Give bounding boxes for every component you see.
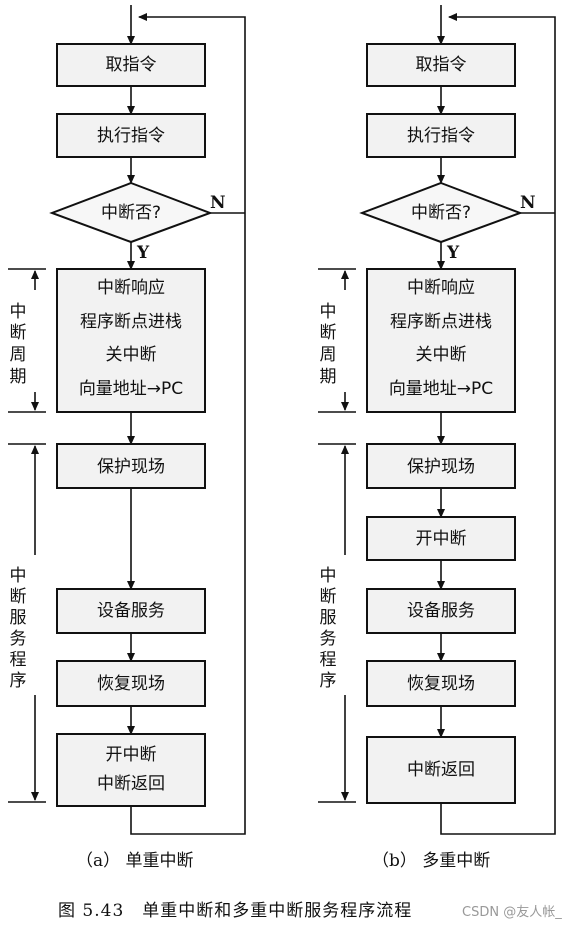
cycle-char-2: 断 — [320, 323, 337, 343]
service-char-4: 务 — [320, 629, 337, 649]
cycle-char-2: 断 — [10, 323, 27, 343]
service-char-3: 服 — [10, 608, 27, 628]
cycle-char-3: 周 — [10, 345, 27, 365]
interrupt-return-label: 中断返回 — [407, 760, 475, 780]
fetch-instruction-label: 取指令 — [106, 55, 157, 75]
figure-caption: 图 5.43 单重中断和多重中断服务程序流程 — [58, 901, 412, 921]
loop-back-line — [130, 13, 246, 835]
service-char-4: 务 — [10, 629, 27, 649]
subtitle-multi: （b） 多重中断 — [372, 851, 490, 871]
device-service-label: 设备服务 — [407, 601, 475, 621]
interrupt-cycle-box: 中断响应 程序断点进栈 关中断 向量地址→PC — [366, 268, 516, 413]
interrupt-cycle-bracket: 中 断 周 期 — [318, 268, 356, 413]
fetch-instruction-box: 取指令 — [56, 43, 206, 87]
execute-instruction-label: 执行指令 — [407, 126, 475, 146]
service-char-6: 序 — [10, 671, 27, 691]
return-line-2: 中断返回 — [97, 774, 165, 794]
return-line-1: 开中断 — [106, 745, 157, 765]
loop-back-line — [440, 13, 556, 835]
service-char-1: 中 — [320, 566, 337, 586]
interrupt-decision-label: 中断否? — [411, 203, 471, 223]
cycle-char-1: 中 — [10, 302, 27, 322]
fetch-instruction-box: 取指令 — [366, 43, 516, 87]
enable-interrupt-box: 开中断 — [366, 516, 516, 561]
no-label: N — [210, 193, 226, 213]
interrupt-cycle-bracket: 中 断 周 期 — [8, 268, 46, 413]
service-char-2: 断 — [10, 587, 27, 607]
service-routine-bracket: 中 断 服 务 程 序 — [318, 443, 356, 803]
device-service-box: 设备服务 — [56, 588, 206, 634]
cycle-line-4: 向量地址→PC — [79, 379, 183, 399]
execute-instruction-label: 执行指令 — [97, 126, 165, 146]
save-context-label: 保护现场 — [407, 457, 475, 477]
device-service-label: 设备服务 — [97, 601, 165, 621]
interrupt-return-box: 开中断 中断返回 — [56, 733, 206, 807]
interrupt-cycle-box: 中断响应 程序断点进栈 关中断 向量地址→PC — [56, 268, 206, 413]
service-routine-bracket: 中 断 服 务 程 序 — [8, 443, 46, 803]
watermark: CSDN @友人帐_ — [462, 904, 562, 920]
no-label: N — [520, 193, 536, 213]
interrupt-decision-diamond: 中断否? — [49, 181, 213, 244]
service-char-3: 服 — [320, 608, 337, 628]
service-char-5: 程 — [10, 650, 27, 670]
cycle-line-3: 关中断 — [416, 345, 467, 365]
yes-label: Y — [446, 243, 460, 263]
interrupt-decision-label: 中断否? — [101, 203, 161, 223]
enable-interrupt-label: 开中断 — [416, 529, 467, 549]
service-char-5: 程 — [320, 650, 337, 670]
execute-instruction-box: 执行指令 — [366, 113, 516, 158]
service-char-2: 断 — [320, 587, 337, 607]
restore-context-label: 恢复现场 — [97, 674, 165, 694]
subtitle-single: （a） 单重中断 — [76, 851, 194, 871]
cycle-line-1: 中断响应 — [97, 278, 165, 298]
cycle-line-1: 中断响应 — [407, 278, 475, 298]
service-char-1: 中 — [10, 566, 27, 586]
cycle-char-4: 期 — [10, 367, 27, 387]
restore-context-box: 恢复现场 — [56, 660, 206, 707]
interrupt-decision-diamond: 中断否? — [359, 181, 523, 244]
restore-context-label: 恢复现场 — [407, 674, 475, 694]
execute-instruction-box: 执行指令 — [56, 113, 206, 158]
save-context-box: 保护现场 — [56, 443, 206, 489]
yes-label: Y — [136, 243, 150, 263]
cycle-char-1: 中 — [320, 302, 337, 322]
flowchart-multi-interrupt: 取指令 执行指令 中断否? Y N 中断响应 程序断点进栈 关中断 向量地址→P… — [318, 5, 556, 871]
cycle-line-3: 关中断 — [106, 345, 157, 365]
interrupt-return-box: 中断返回 — [366, 736, 516, 804]
flowchart-single-interrupt: 取指令 执行指令 中断否? Y N 中断响应 程序断点进栈 关中断 向量地址→P… — [8, 5, 246, 871]
cycle-line-2: 程序断点进栈 — [390, 312, 492, 332]
cycle-char-4: 期 — [320, 367, 337, 387]
save-context-box: 保护现场 — [366, 443, 516, 489]
fetch-instruction-label: 取指令 — [416, 55, 467, 75]
cycle-line-2: 程序断点进栈 — [80, 312, 182, 332]
cycle-char-3: 周 — [320, 345, 337, 365]
device-service-box: 设备服务 — [366, 588, 516, 634]
service-char-6: 序 — [320, 671, 337, 691]
cycle-line-4: 向量地址→PC — [389, 379, 493, 399]
restore-context-box: 恢复现场 — [366, 660, 516, 707]
save-context-label: 保护现场 — [97, 457, 165, 477]
